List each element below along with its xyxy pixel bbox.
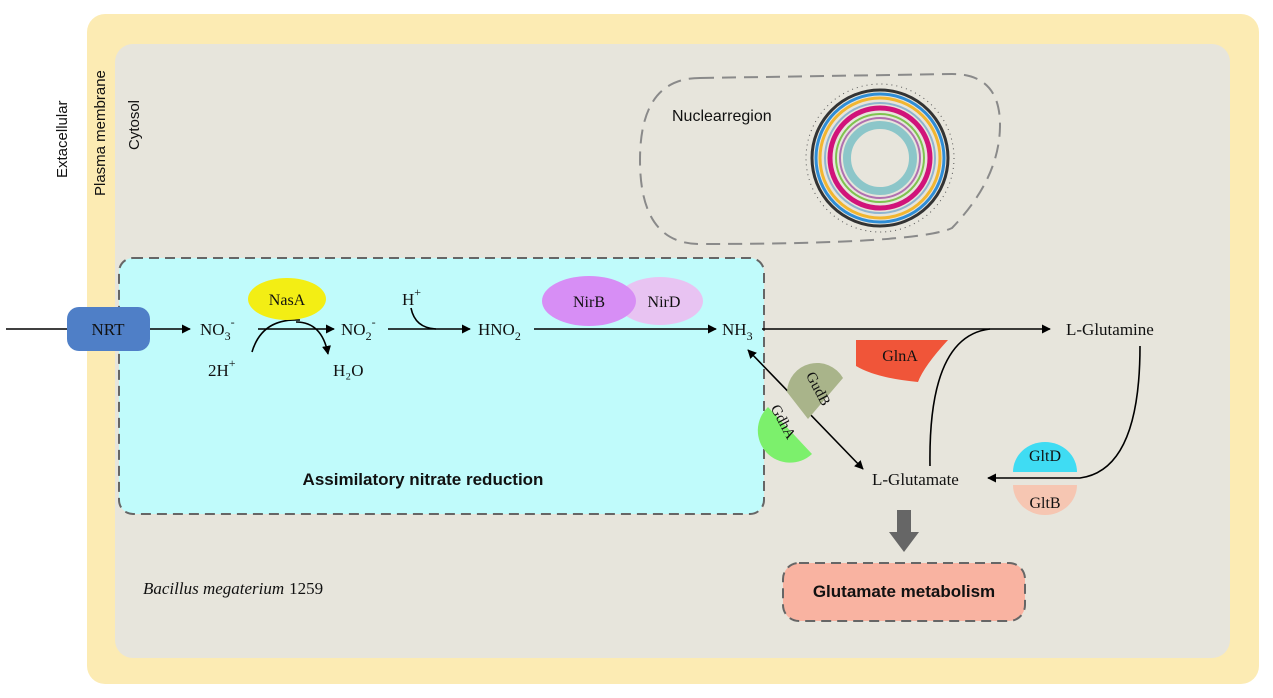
metabolite-2h-plus: 2H+ (208, 356, 236, 380)
glutamate-metabolism-label: Glutamate metabolism (813, 582, 995, 601)
arrow-water-output (295, 321, 331, 355)
enzyme-glnA (856, 340, 948, 382)
enzyme-nirB-label: NirB (573, 294, 605, 311)
enzyme-gltB-label: GltB (1029, 495, 1060, 512)
metabolite-no3: NO3- (200, 315, 235, 343)
enzyme-gltD-label: GltD (1029, 448, 1061, 465)
arrow-h-input (410, 307, 437, 330)
enzyme-gudB (787, 362, 843, 419)
extracellular-label: Extacellular (54, 100, 71, 178)
nrt-transporter (67, 307, 150, 351)
arrow-to-glutamate-metabolism (889, 510, 919, 552)
enzyme-gdhA (757, 407, 812, 463)
glutamate-metabolism-box (782, 562, 1026, 622)
nuclear-region-label: Nuclearregion (672, 108, 772, 125)
enzyme-glnA-label: GlnA (882, 348, 918, 365)
organism-name: Bacillus megaterium (143, 579, 284, 598)
enzyme-nirD-label: NirD (648, 294, 681, 311)
nrt-label: NRT (92, 320, 126, 339)
organism-strain: 1259 (289, 579, 323, 598)
metabolite-l-glutamine: L-Glutamine (1066, 320, 1154, 339)
plasma-membrane-label: Plasma membrane (92, 70, 109, 196)
enzyme-nirB (542, 276, 636, 326)
enzyme-nirD (617, 277, 703, 325)
metabolite-hno2: HNO2 (478, 320, 521, 343)
metabolite-no2: NO2- (341, 315, 376, 343)
nuclear-region-outline (638, 72, 1002, 246)
nuclear-region: Nuclearregion (638, 72, 1002, 246)
cytosol-label: Cytosol (126, 100, 143, 150)
arrow-2h-input (251, 319, 301, 353)
metabolite-h-plus: H+ (402, 285, 421, 309)
enzyme-gltB (1013, 485, 1077, 515)
metabolite-water: H₂O (333, 361, 363, 380)
enzyme-gltD (1013, 442, 1077, 472)
metabolite-l-glutamate: L-Glutamate (872, 470, 959, 489)
arrow-glutamine-to-glutamate (987, 345, 1141, 483)
genome-circle-icon (805, 83, 955, 233)
metabolite-nh3: NH3 (722, 320, 753, 343)
organism-label: Bacillus megaterium 1259 (143, 579, 323, 598)
enzyme-nasA-label: NasA (269, 292, 306, 309)
pathway-title: Assimilatory nitrate reduction (303, 470, 544, 489)
arrow-glutamate-to-glnA-loop (929, 328, 991, 467)
enzyme-nasA (248, 278, 326, 320)
